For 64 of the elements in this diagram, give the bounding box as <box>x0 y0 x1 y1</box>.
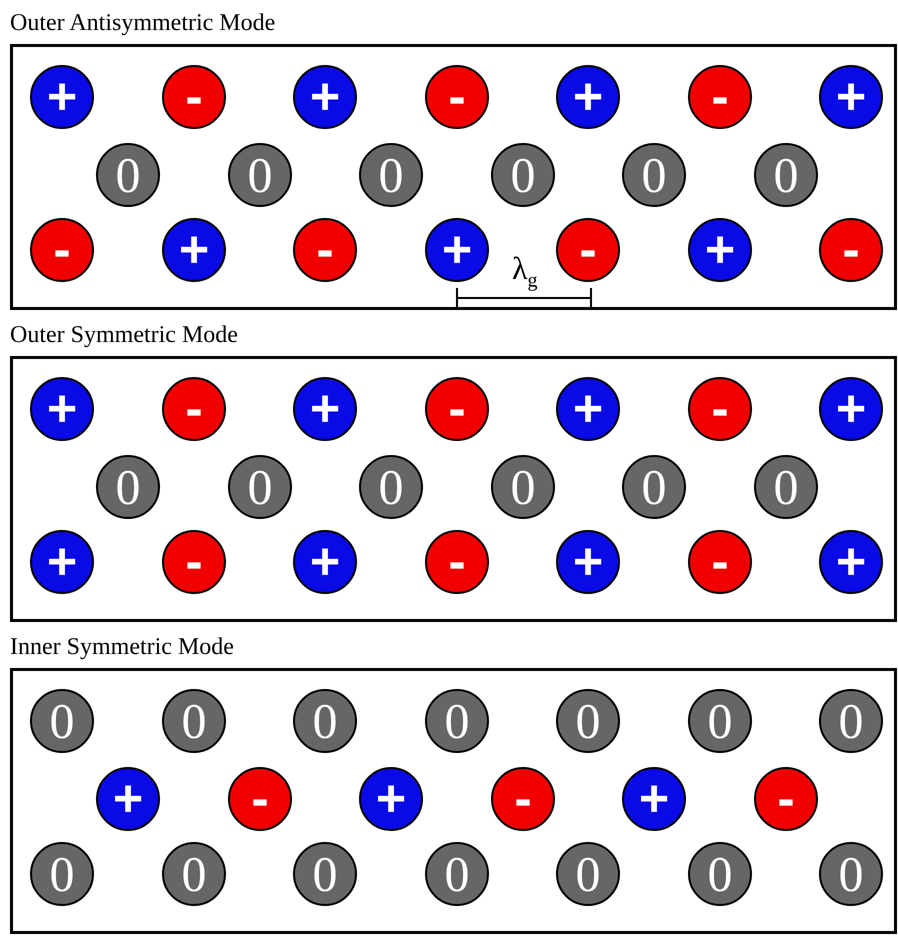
charge-circle: 0 <box>293 689 357 753</box>
charge-circle: 0 <box>622 143 686 207</box>
charge-circle: - <box>293 218 357 282</box>
charge-circle: - <box>425 530 489 594</box>
charge-circle: + <box>819 377 883 441</box>
charge-circle: - <box>425 65 489 129</box>
charge-circle: 0 <box>228 143 292 207</box>
charge-circle: - <box>556 218 620 282</box>
charge-circle: + <box>293 530 357 594</box>
charge-circle: 0 <box>819 689 883 753</box>
wavelength-label: λ$_{g}$ <box>512 250 538 292</box>
charge-circle: 0 <box>819 842 883 906</box>
charge-circle: - <box>228 767 292 831</box>
charge-circle: + <box>30 377 94 441</box>
charge-circle: 0 <box>556 842 620 906</box>
charge-circle: + <box>556 377 620 441</box>
charge-circle: - <box>688 530 752 594</box>
charge-circle: 0 <box>754 455 818 519</box>
charge-circle: 0 <box>622 455 686 519</box>
charge-circle: 0 <box>425 842 489 906</box>
charge-circle: + <box>30 65 94 129</box>
charge-circle: 0 <box>228 455 292 519</box>
charge-circle: - <box>425 377 489 441</box>
charge-circle: 0 <box>359 143 423 207</box>
panel-title: Inner Symmetric Mode <box>10 634 234 661</box>
charge-circle: - <box>688 377 752 441</box>
charge-circle: + <box>556 65 620 129</box>
charge-circle: - <box>162 377 226 441</box>
charge-circle: + <box>622 767 686 831</box>
charge-circle: - <box>819 218 883 282</box>
charge-circle: 0 <box>162 689 226 753</box>
charge-circle: - <box>754 767 818 831</box>
charge-circle: + <box>359 767 423 831</box>
charge-circle: 0 <box>688 842 752 906</box>
charge-circle: + <box>556 530 620 594</box>
charge-circle: + <box>425 218 489 282</box>
charge-circle: 0 <box>359 455 423 519</box>
charge-circle: - <box>162 65 226 129</box>
charge-circle: 0 <box>491 455 555 519</box>
charge-circle: + <box>96 767 160 831</box>
charge-circle: - <box>30 218 94 282</box>
charge-circle: + <box>30 530 94 594</box>
charge-circle: 0 <box>96 143 160 207</box>
charge-circle: + <box>819 530 883 594</box>
charge-circle: 0 <box>30 842 94 906</box>
charge-circle: 0 <box>688 689 752 753</box>
charge-circle: 0 <box>96 455 160 519</box>
charge-circle: - <box>491 767 555 831</box>
charge-circle: 0 <box>425 689 489 753</box>
charge-circle: + <box>293 377 357 441</box>
charge-circle: - <box>162 530 226 594</box>
charge-circle: + <box>293 65 357 129</box>
charge-circle: 0 <box>162 842 226 906</box>
charge-circle: - <box>688 65 752 129</box>
charge-circle: 0 <box>30 689 94 753</box>
charge-circle: 0 <box>491 143 555 207</box>
charge-circle: + <box>688 218 752 282</box>
charge-circle: + <box>162 218 226 282</box>
panel-title: Outer Symmetric Mode <box>10 322 238 349</box>
charge-circle: + <box>819 65 883 129</box>
charge-circle: 0 <box>754 143 818 207</box>
charge-circle: 0 <box>293 842 357 906</box>
charge-circle: 0 <box>556 689 620 753</box>
panel-title: Outer Antisymmetric Mode <box>10 10 276 37</box>
